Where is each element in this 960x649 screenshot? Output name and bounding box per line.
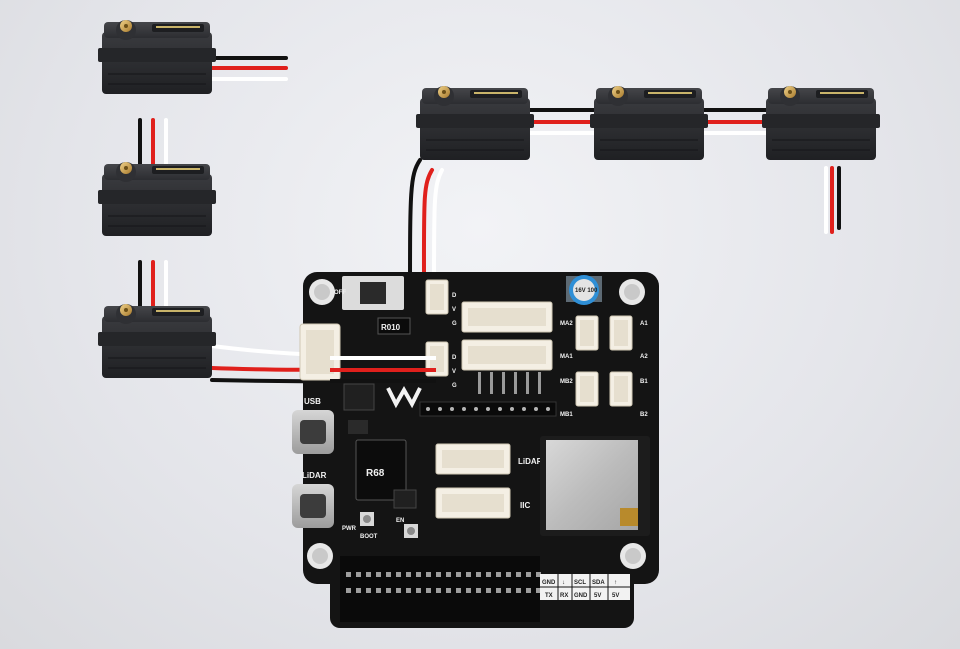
b2-label: B2: [640, 412, 648, 418]
pin-d-label: D: [452, 293, 457, 299]
encoder-port-ma[interactable]: [575, 315, 599, 351]
capacitor-label: 16V 100: [575, 288, 598, 294]
encoder-port-mb[interactable]: [575, 371, 599, 407]
gpio-pin: [386, 588, 391, 593]
pin-cell: RX: [560, 593, 568, 599]
r68-label: R68: [366, 468, 385, 479]
off-label: OFF: [334, 290, 346, 296]
gpio-pin: [376, 572, 381, 577]
pin-cell: ↓: [562, 580, 565, 586]
gpio-pin: [516, 572, 521, 577]
motor-connector-b[interactable]: [461, 339, 553, 371]
gpio-pin: [516, 588, 521, 593]
gpio-pin: [506, 588, 511, 593]
mb1-label: MB1: [560, 412, 573, 418]
gpio-pin: [346, 572, 351, 577]
pin-cell: SDA: [592, 580, 605, 586]
gpio-pin: [476, 572, 481, 577]
pin-table: GND ↓ SCL SDA ↑ TX RX GND 5V 5V: [540, 574, 630, 600]
gpio-pin: [426, 572, 431, 577]
servo-top-1: [415, 85, 535, 161]
servo-left-middle: [97, 161, 217, 237]
gpio-pin: [406, 588, 411, 593]
pwr-label: PWR: [342, 526, 357, 532]
gpio-pin: [446, 588, 451, 593]
gpio-pin: [346, 588, 351, 593]
lidar-header-label: LiDAR: [518, 457, 543, 466]
pin-cell: 5V: [612, 593, 619, 599]
gpio-pin: [496, 588, 501, 593]
gpio-pin: [486, 572, 491, 577]
gpio-pin: [456, 588, 461, 593]
esp32-module: [540, 436, 650, 536]
gpio-pin: [526, 588, 531, 593]
gpio-pin: [366, 572, 371, 577]
pin-g-label: G: [452, 321, 457, 327]
a1-label: A1: [640, 321, 648, 327]
b1-label: B1: [640, 379, 648, 385]
servo-left-bottom: [97, 303, 217, 379]
driver-board: OFF R010 D V G D V G: [292, 272, 659, 628]
pin-g-label-2: G: [452, 383, 457, 389]
iic-label: IIC: [520, 501, 530, 510]
pin-cell: GND: [542, 580, 556, 586]
pin-v-label-2: V: [452, 369, 456, 375]
pin-cell: SCL: [574, 580, 586, 586]
gpio-pin: [416, 572, 421, 577]
servo-input-connector: [299, 323, 341, 381]
pin-cell: TX: [545, 593, 553, 599]
a2-label: A2: [640, 354, 648, 360]
gpio-pin: [436, 588, 441, 593]
brand-logo: [386, 385, 422, 409]
gpio-pin: [356, 572, 361, 577]
ma2-label: MA2: [560, 321, 573, 327]
gpio-pin: [436, 572, 441, 577]
gpio-pin: [396, 588, 401, 593]
gpio-pin: [386, 572, 391, 577]
servo-top-3: [761, 85, 881, 161]
gpio-pin: [356, 588, 361, 593]
motor-connector-a[interactable]: [461, 301, 553, 333]
gpio-pin: [366, 588, 371, 593]
servo-port-1[interactable]: [425, 279, 449, 315]
gpio-pin: [406, 572, 411, 577]
lidar-port-label: LiDAR: [302, 471, 327, 480]
gpio-pin: [466, 572, 471, 577]
iic-connector[interactable]: [435, 487, 511, 519]
gpio-pin: [466, 588, 471, 593]
ma1-label: MA1: [560, 354, 573, 360]
servo-top-2: [589, 85, 709, 161]
gpio-pin: [396, 572, 401, 577]
boot-label: BOOT: [360, 534, 378, 540]
gpio-pin: [486, 588, 491, 593]
usb-label: USB: [304, 397, 321, 406]
gpio-pin: [426, 588, 431, 593]
pin-v-label: V: [452, 307, 456, 313]
gpio-pin: [416, 588, 421, 593]
mb2-label: MB2: [560, 379, 573, 385]
gpio-pin: [496, 572, 501, 577]
gpio-pin: [446, 572, 451, 577]
pin-cell: 5V: [594, 593, 601, 599]
encoder-port-b[interactable]: [609, 371, 633, 407]
gpio-pin: [476, 588, 481, 593]
r010-label: R010: [381, 323, 401, 332]
gpio-header-row: [419, 401, 557, 417]
gpio-pin: [506, 572, 511, 577]
mounting-hole: [307, 279, 646, 569]
capacitor: 16V 100: [566, 275, 602, 305]
gpio-pin: [536, 588, 541, 593]
pin-cell: ↑: [614, 580, 617, 586]
servo-left-top: [97, 19, 217, 95]
gpio-pin: [376, 588, 381, 593]
pin-cell: GND: [574, 593, 588, 599]
gpio-pin: [526, 572, 531, 577]
en-label: EN: [396, 518, 404, 524]
gpio-pin: [456, 572, 461, 577]
pin-d-label-2: D: [452, 355, 457, 361]
gpio-pin: [536, 572, 541, 577]
lidar-connector[interactable]: [435, 443, 511, 475]
encoder-port-a[interactable]: [609, 315, 633, 351]
